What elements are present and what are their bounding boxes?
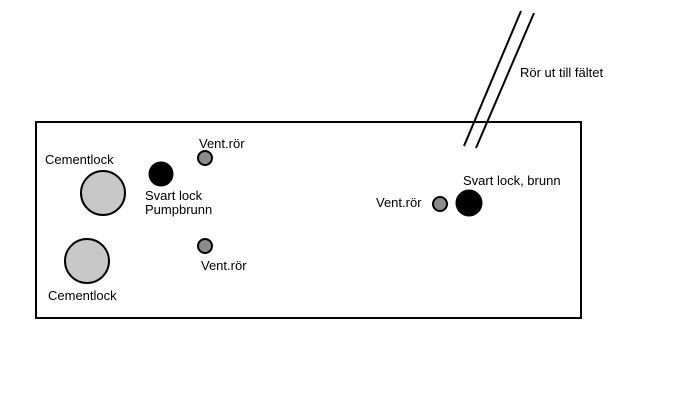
outlet-pipe-line-2 [475,12,535,149]
black-lid-pump-well [148,161,174,187]
label-pipe-to-field: Rör ut till fältet [520,65,604,80]
vent-pipe-top [197,150,213,166]
black-lid-well [455,189,483,217]
label-black-lid-pump-line1: Svart lock [145,188,203,203]
label-cement-lid-bottom: Cementlock [48,288,117,303]
vent-pipe-right [432,196,448,212]
label-cement-lid-top: Cementlock [45,152,114,167]
cement-lid-top [80,170,126,216]
label-vent-pipe-bottom: Vent.rör [201,258,247,273]
label-vent-pipe-top: Vent.rör [199,136,245,151]
outlet-pipe-line-1 [463,10,522,147]
label-black-lid-well: Svart lock, brunn [463,173,561,188]
label-vent-pipe-right: Vent.rör [376,195,422,210]
label-black-lid-pump-line2: Pumpbrunn [145,202,213,217]
vent-pipe-bottom [197,238,213,254]
cement-lid-bottom [64,238,110,284]
tank-outline [35,121,582,319]
